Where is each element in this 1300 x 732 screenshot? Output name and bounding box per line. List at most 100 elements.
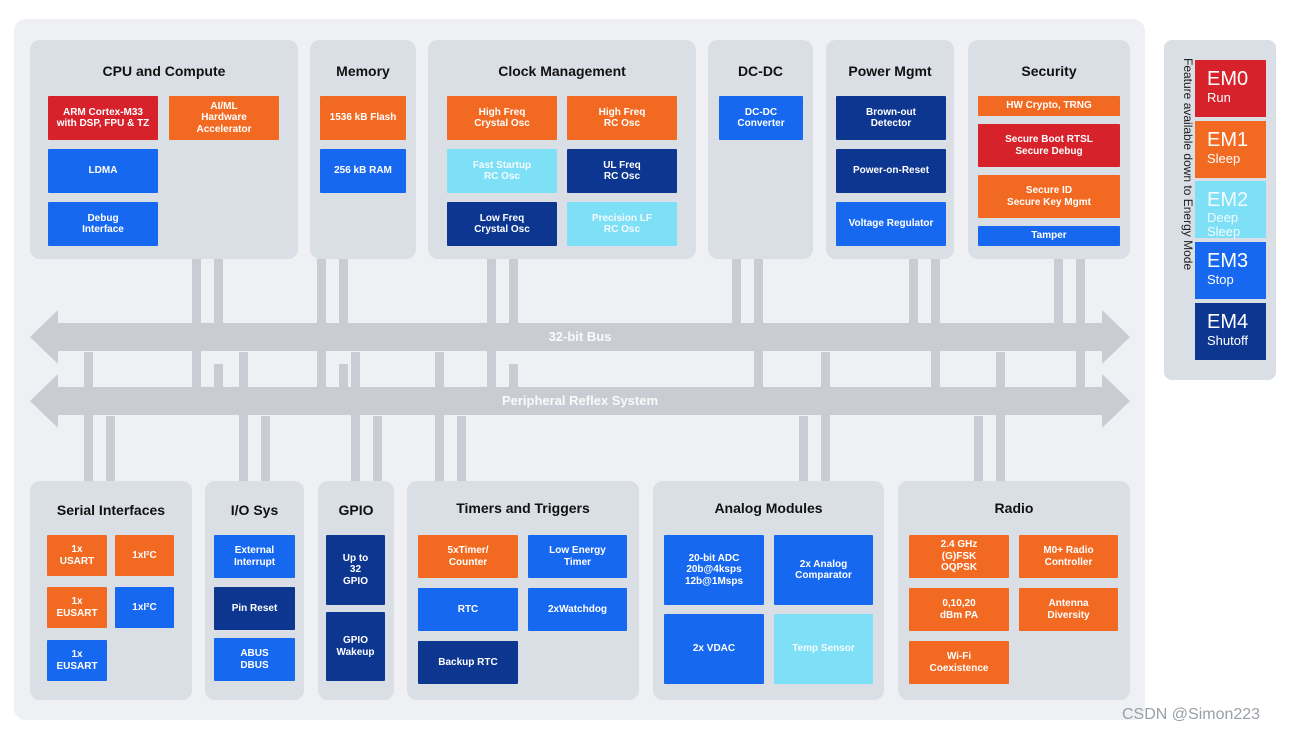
connector [457,416,466,481]
block-24ghz-modulation: 2.4 GHz (G)FSK OQPSK [909,535,1009,578]
block-i2c-1: 1xI²C [115,587,174,628]
connector [214,364,223,389]
group-title: CPU and Compute [102,63,226,79]
block-lf-crystal: Low Freq Crystal Osc [447,202,557,246]
legend-em2: EM2 Deep Sleep [1195,181,1266,239]
connector [1054,259,1063,325]
connector [799,416,808,481]
watermark: CSDN @Simon223 [1122,706,1261,723]
block-analog-comparator: 2x Analog Comparator [774,535,873,605]
legend-mode-code: EM0 [1207,68,1249,90]
connector [84,352,93,481]
group-title: DC-DC [737,63,784,79]
bus-32bit-arrow [30,310,1130,364]
connector [214,259,223,325]
block-voltage-regulator: Voltage Regulator [836,202,946,246]
connector [339,259,348,325]
legend-mode-code: EM2 [1207,189,1249,211]
connector [509,259,518,325]
group-title: Serial Interfaces [56,502,166,518]
group-title: Memory [336,63,390,79]
connector [339,364,348,389]
legend-em4: EM4 Shutoff [1195,303,1266,360]
block-temp-sensor: Temp Sensor [774,614,873,684]
block-flash: 1536 kB Flash [320,96,406,140]
legend-mode-name: Deep Sleep [1207,210,1241,239]
connector [261,416,270,481]
block-secure-boot: Secure Boot RTSL Secure Debug [978,124,1120,167]
block-le-timer: Low Energy Timer [528,535,627,578]
connector [351,352,360,481]
block-i2c-0: 1xI²C [115,535,174,576]
block-brownout: Brown-out Detector [836,96,946,140]
block-ul-freq-rc: UL Freq RC Osc [567,149,677,193]
legend-mode-name: Sleep [1207,151,1241,166]
block-eusart-0: 1x EUSART [47,587,107,628]
group-dcdc: DC-DC [708,40,813,259]
connector [821,352,830,481]
group-title: Security [1021,63,1077,79]
block-usart: 1x USART [47,535,107,576]
block-wifi-coexistence: Wi-Fi Coexistence [909,641,1009,684]
legend-mode-code: EM4 [1207,311,1249,333]
group-title: Clock Management [498,63,626,79]
group-title: GPIO [338,502,374,518]
block-timer-counter: 5xTimer/ Counter [418,535,518,578]
block-abus-dbus: ABUS DBUS [214,638,295,681]
connector [732,259,741,325]
legend-title: Feature available down to Energy Mode [1181,58,1195,271]
group-title: Timers and Triggers [456,500,590,516]
legend-em1: EM1 Sleep [1195,121,1266,178]
connector [509,364,518,389]
block-arm-cortex: ARM Cortex-M33 with DSP, FPU & TZ [48,96,158,140]
block-dcdc-converter: DC-DC Converter [719,96,803,140]
group-title: I/O Sys [230,502,279,518]
bus-32bit: 32-bit Bus [30,310,1130,364]
legend-em3: EM3 Stop [1195,242,1266,299]
connector [996,352,1005,481]
group-title: Power Mgmt [848,63,932,79]
block-ldma: LDMA [48,149,158,193]
block-antenna-diversity: Antenna Diversity [1019,588,1118,631]
block-pin-reset: Pin Reset [214,587,295,630]
connector [909,259,918,325]
block-precision-lf-rc: Precision LF RC Osc [567,202,677,246]
bus-prs-label: Peripheral Reflex System [501,393,659,408]
block-aiml-accelerator: AI/ML Hardware Accelerator [169,96,279,140]
bus-prs-arrow [30,374,1130,428]
legend-mode-name: Shutoff [1207,333,1248,348]
connector [974,416,983,481]
block-gpio-pins: Up to 32 GPIO [326,535,385,605]
connector [435,352,444,481]
block-tamper: Tamper [978,226,1120,246]
block-hw-crypto: HW Crypto, TRNG [978,96,1120,116]
bus-prs: Peripheral Reflex System [30,374,1130,428]
legend-mode-name: Stop [1207,272,1234,287]
block-power-on-reset: Power-on-Reset [836,149,946,193]
legend-mode-code: EM3 [1207,250,1249,272]
block-m0-radio-controller: M0+ Radio Controller [1019,535,1118,578]
bus-32bit-label: 32-bit Bus [548,329,612,344]
block-rtc: RTC [418,588,518,631]
block-vdac: 2x VDAC [664,614,764,684]
block-eusart-1: 1x EUSART [47,640,107,681]
legend-em0: EM0 Run [1195,60,1266,117]
block-ram: 256 kB RAM [320,149,406,193]
block-hf-rc: High Freq RC Osc [567,96,677,140]
block-debug-interface: Debug Interface [48,202,158,246]
group-title: Analog Modules [714,500,823,516]
block-gpio-wakeup: GPIO Wakeup [326,612,385,681]
legend-mode-code: EM1 [1207,129,1249,151]
block-secure-id: Secure ID Secure Key Mgmt [978,175,1120,218]
block-hf-crystal: High Freq Crystal Osc [447,96,557,140]
block-external-interrupt: External Interrupt [214,535,295,578]
connector [106,416,115,481]
group-title: Radio [994,500,1034,516]
block-pa: 0,10,20 dBm PA [909,588,1009,631]
block-fast-startup-rc: Fast Startup RC Osc [447,149,557,193]
block-watchdog: 2xWatchdog [528,588,627,631]
block-backup-rtc: Backup RTC [418,641,518,684]
connector [373,416,382,481]
block-adc: 20-bit ADC 20b@4ksps 12b@1Msps [664,535,764,605]
legend-mode-name: Run [1207,90,1231,105]
